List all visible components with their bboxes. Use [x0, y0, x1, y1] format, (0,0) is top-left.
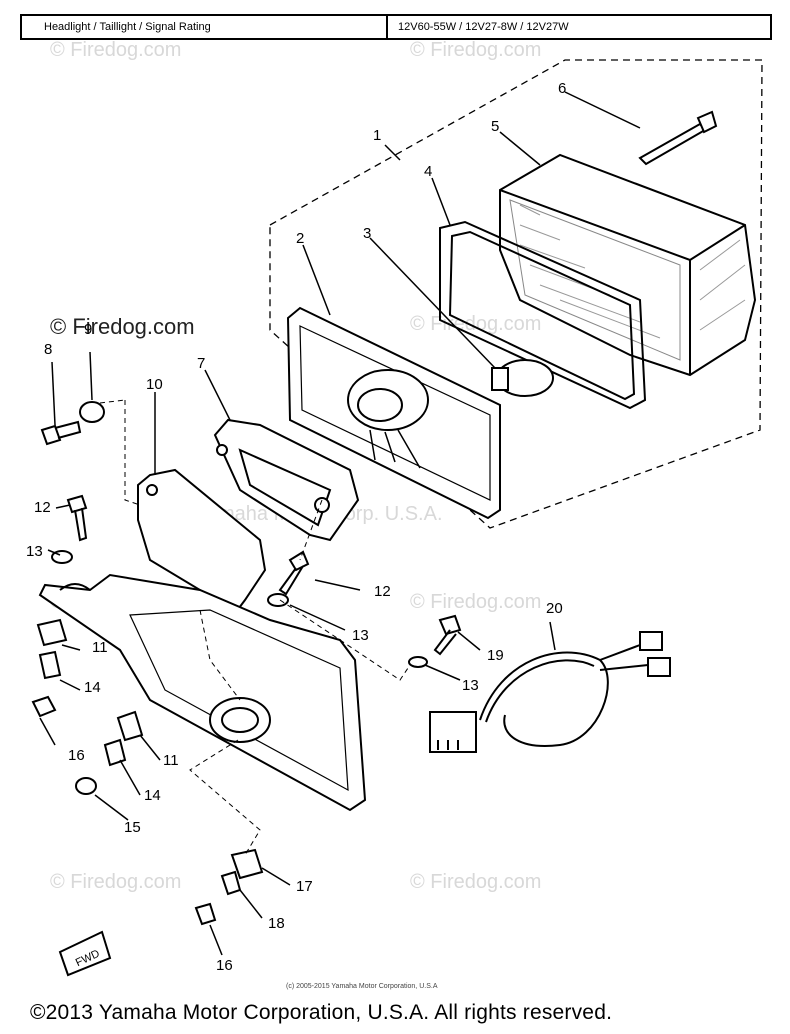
- watermark: © Firedog.com: [50, 871, 181, 893]
- callout-9: 9: [84, 321, 92, 338]
- callout-5: 5: [491, 118, 499, 135]
- grommet-11b: [116, 710, 144, 742]
- watermark: © Firedog.com: [410, 871, 541, 893]
- callout-3: 3: [363, 225, 371, 242]
- callout-4: 4: [424, 163, 432, 180]
- callout-11a: 11: [92, 639, 108, 656]
- callout-7: 7: [197, 355, 205, 372]
- callout-13b: 13: [352, 627, 369, 644]
- cap-15: [75, 777, 97, 795]
- callout-6: 6: [558, 80, 566, 97]
- watermark: © Firedog.com: [410, 591, 541, 613]
- hardware-group: [31, 401, 462, 926]
- callout-13a: 13: [26, 543, 43, 560]
- callout-16a: 16: [68, 747, 85, 764]
- collar-14a: [38, 650, 62, 680]
- assembly-boundary: [269, 59, 763, 529]
- rating-table: Headlight / Taillight / Signal Rating 12…: [20, 14, 772, 40]
- nut-16a: [31, 695, 57, 718]
- callout-20: 20: [546, 600, 563, 617]
- callout-1: 1: [373, 127, 381, 144]
- grommet-11a: [36, 618, 68, 647]
- callout-11b: 11: [163, 752, 179, 769]
- bolt-12b: [278, 550, 310, 596]
- lens-part: [499, 153, 757, 377]
- bulb-part: [491, 359, 554, 397]
- callout-2: 2: [296, 230, 304, 247]
- footer-copyright: ©2013 Yamaha Motor Corporation, U.S.A. A…: [30, 1001, 613, 1024]
- screw-part: [638, 110, 718, 166]
- washer-13b: [267, 593, 289, 607]
- callout-14a: 14: [84, 679, 101, 696]
- callout-18: 18: [268, 915, 285, 932]
- collar-14b: [103, 738, 127, 767]
- callout-12b: 12: [374, 583, 391, 600]
- fwd-arrow-icon: FWD: [58, 930, 112, 977]
- dashed-guides: [99, 399, 411, 856]
- stay-part: [137, 468, 267, 622]
- leader-lines: [39, 91, 641, 956]
- watermark-dark: © Firedog.com: [50, 314, 195, 339]
- callout-8: 8: [44, 341, 52, 358]
- callout-16b: 16: [216, 957, 233, 974]
- watermark: © Firedog.com: [410, 39, 541, 61]
- license-bracket-part: [38, 573, 367, 812]
- callout-14b: 14: [144, 787, 161, 804]
- callout-17: 17: [296, 878, 313, 895]
- collar-18: [220, 870, 242, 896]
- housing-part: [286, 306, 501, 520]
- small-copyright: (c) 2005-2015 Yamaha Motor Corporation, …: [286, 983, 438, 990]
- callout-13c: 13: [462, 677, 479, 694]
- rating-value: 12V60-55W / 12V27-8W / 12V27W: [398, 21, 569, 33]
- bolt-12a: [66, 494, 88, 542]
- callout-group: 1 2 3 4 5 6 7 8 9 10 12 13 11 14 16 12 1…: [26, 80, 566, 974]
- callout-19: 19: [487, 647, 504, 664]
- bolt-8: [40, 420, 82, 446]
- callout-10: 10: [146, 376, 163, 393]
- nut-16b: [194, 902, 217, 926]
- bolt-19: [433, 614, 462, 656]
- gasket-part: [439, 220, 647, 410]
- callout-12a: 12: [34, 499, 51, 516]
- watermark: © Firedog.com: [410, 313, 541, 335]
- harness-part: [429, 631, 671, 753]
- washer-13c: [408, 656, 428, 668]
- callout-15: 15: [124, 819, 141, 836]
- watermark: © Firedog.com: [50, 39, 181, 61]
- rating-label: Headlight / Taillight / Signal Rating: [22, 16, 388, 38]
- washer-9: [79, 401, 105, 423]
